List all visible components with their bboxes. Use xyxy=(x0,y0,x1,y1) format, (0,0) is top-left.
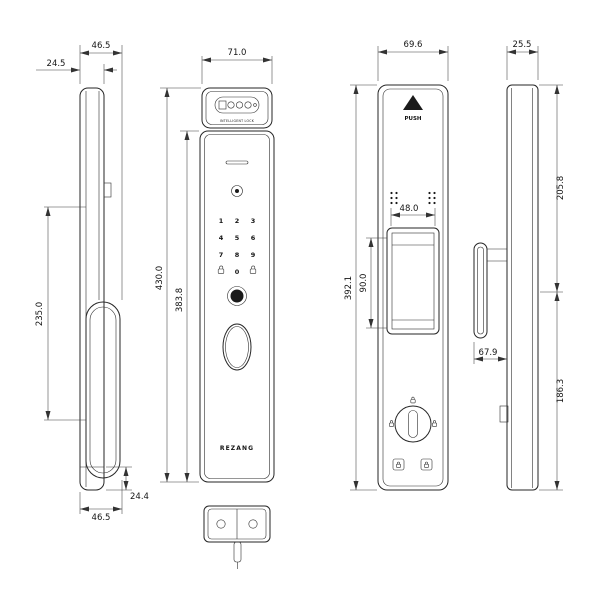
push-label: PUSH xyxy=(404,116,421,122)
dim-label-battery-width: 48.0 xyxy=(400,204,419,214)
right-view-dimensions: 25.5 205.8 186.3 67.9 xyxy=(473,40,566,491)
dim-label-right-upper-height: 205.8 xyxy=(556,176,566,200)
left-view-latch-detail xyxy=(103,182,112,198)
brand-label: REZANG xyxy=(220,445,254,452)
back-button-left xyxy=(392,458,405,471)
front-view: INTELLIGENT LOCK 1 2 3 4 5 6 7 8 9 0 xyxy=(199,87,275,483)
spindle xyxy=(233,541,242,563)
left-side-view xyxy=(79,87,121,491)
speaker-slot xyxy=(225,160,249,165)
push-arrow-icon xyxy=(403,95,423,110)
dim-label-right-width: 25.5 xyxy=(513,40,532,50)
unlock-icon xyxy=(249,265,257,274)
keypad-key-5: 5 xyxy=(235,234,240,242)
doorbell-camera-icon xyxy=(231,185,243,197)
front-view-dimensions: 71.0 430.0 383.8 xyxy=(155,48,273,483)
dim-label-left-top-width: 46.5 xyxy=(92,41,111,51)
camera-module xyxy=(214,96,260,114)
right-side-view xyxy=(473,84,539,491)
camera-lens-icon xyxy=(236,101,244,109)
keypad-key-8: 8 xyxy=(235,251,240,259)
left-view-handle-profile xyxy=(85,301,121,479)
front-bottom-view xyxy=(203,505,271,569)
back-button-right xyxy=(420,458,433,471)
camera-lens-icon xyxy=(244,101,252,109)
keypad-key-3: 3 xyxy=(251,217,256,225)
battery-cover-inner xyxy=(391,232,435,330)
back-view-dimensions: 69.6 48.0 90.0 392.1 xyxy=(344,40,449,491)
dim-label-front-width: 71.0 xyxy=(228,48,247,58)
sensor-window xyxy=(218,100,227,110)
lock-icon xyxy=(431,420,437,427)
unlock-icon xyxy=(410,396,416,404)
dim-label-back-height: 392.1 xyxy=(344,276,354,300)
back-view: PUSH xyxy=(377,84,449,491)
right-view-body-outline xyxy=(506,84,539,491)
front-top-cap-inner xyxy=(205,91,269,125)
dim-label-left-bottom-offset: 24.4 xyxy=(130,492,149,502)
bolt-housing xyxy=(499,405,509,423)
handle-side-inner xyxy=(477,246,484,335)
back-body-outline xyxy=(377,84,449,491)
unlock-icon xyxy=(424,461,429,468)
module-label: INTELLIGENT LOCK xyxy=(220,119,255,123)
lock-icon xyxy=(217,265,225,274)
dim-label-left-slot-height: 235.0 xyxy=(35,302,45,326)
dim-label-handle-depth: 67.9 xyxy=(479,348,498,358)
thumb-turn-bezel xyxy=(394,405,432,443)
front-body-inner xyxy=(204,134,270,479)
front-body-outline xyxy=(199,130,275,483)
speaker-holes-right xyxy=(428,191,436,205)
left-view-dimensions: 46.5 24.5 235.0 24.4 46.5 xyxy=(35,41,149,523)
keypad-key-4: 4 xyxy=(219,234,224,242)
camera-lens-icon xyxy=(227,101,235,109)
keypad: 1 2 3 4 5 6 7 8 9 0 xyxy=(217,217,257,276)
dim-label-back-width: 69.6 xyxy=(404,40,423,50)
dim-label-front-body-height: 383.8 xyxy=(175,288,185,312)
fingerprint-ring xyxy=(227,286,247,306)
keypad-key-7: 7 xyxy=(219,251,224,259)
speaker-holes-left xyxy=(390,191,398,205)
dim-label-left-bottom-width: 46.5 xyxy=(92,513,111,523)
screw-hole-icon xyxy=(248,519,258,529)
dim-label-right-lower-height: 186.3 xyxy=(556,379,566,403)
battery-cover xyxy=(386,227,440,335)
back-body-inner xyxy=(382,88,444,487)
keypad-key-6: 6 xyxy=(251,234,256,242)
indicator-led-icon xyxy=(253,103,257,107)
keypad-key-9: 9 xyxy=(251,251,256,259)
keypad-key-1: 1 xyxy=(219,217,224,225)
keypad-key-2: 2 xyxy=(235,217,240,225)
thumb-turn-knob xyxy=(408,410,418,438)
left-view-body-outline xyxy=(79,87,105,491)
handle-side-profile xyxy=(473,242,488,339)
left-view-handle-inner xyxy=(89,306,117,474)
front-top-cap xyxy=(201,87,273,129)
lock-icon xyxy=(396,461,401,468)
fingerprint-sensor xyxy=(230,289,244,303)
dim-label-battery-height: 90.0 xyxy=(359,274,369,293)
handle-recess xyxy=(222,323,252,371)
handle-recess-inner xyxy=(225,326,249,368)
doorbell-camera-dot xyxy=(235,189,239,193)
lock-icon xyxy=(388,420,394,427)
dim-label-front-total-height: 430.0 xyxy=(155,266,165,290)
dim-label-left-top-depth: 24.5 xyxy=(47,59,66,69)
screw-hole-icon xyxy=(216,519,226,529)
keypad-key-0: 0 xyxy=(235,268,240,276)
